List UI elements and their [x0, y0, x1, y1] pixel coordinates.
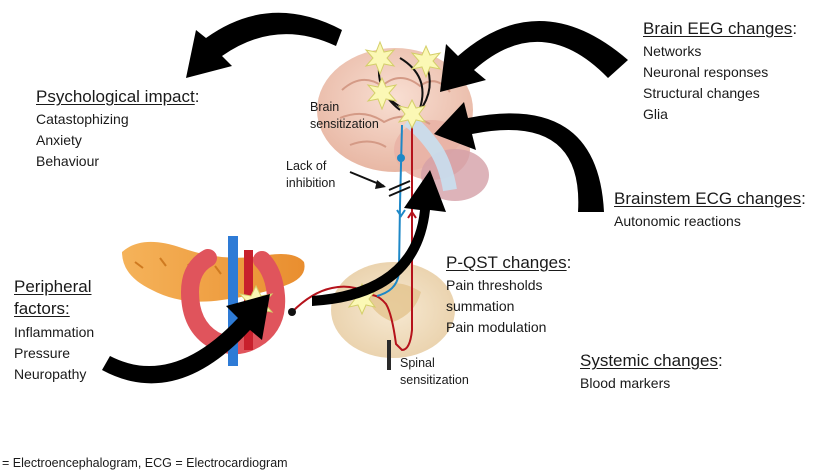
- annotation-line: inhibition: [286, 175, 335, 192]
- annotation-line: sensitization: [310, 116, 379, 133]
- arrow-from-eeg: [440, 21, 628, 92]
- brainstem-ecg-title: Brainstem ECG changes:: [614, 188, 806, 210]
- pqst-block: P-QST changes: Pain thresholds summation…: [446, 252, 571, 274]
- list-item: Autonomic reactions: [614, 211, 741, 232]
- peripheral-block: Peripheral factors: Inflammation Pressur…: [14, 276, 92, 320]
- footnote: = Electroencephalogram, ECG = Electrocar…: [2, 455, 288, 471]
- annotation-line: Brain: [310, 99, 379, 116]
- pathway-node: [397, 154, 405, 162]
- list-item: Pain thresholds: [446, 275, 546, 296]
- spinal-sensitization-label: Spinal sensitization: [400, 355, 469, 389]
- systemic-list: Blood markers: [580, 373, 670, 394]
- title-colon: :: [718, 350, 723, 372]
- list-item: summation: [446, 296, 546, 317]
- list-item: Networks: [643, 41, 768, 62]
- peripheral-title-line1: Peripheral: [14, 276, 92, 298]
- psychological-block: Psychological impact: Catastophizing Anx…: [36, 86, 199, 108]
- brain-eeg-list: Networks Neuronal responses Structural c…: [643, 41, 768, 125]
- brainstem-ecg-block: Brainstem ECG changes: Autonomic reactio…: [614, 188, 806, 210]
- title-colon: :: [792, 18, 797, 40]
- psychological-list: Catastophizing Anxiety Behaviour: [36, 109, 129, 172]
- title-colon: :: [801, 188, 806, 210]
- peripheral-title-line2: factors:: [14, 298, 92, 320]
- list-item: Structural changes: [643, 83, 768, 104]
- list-item: Behaviour: [36, 151, 129, 172]
- list-item: Inflammation: [14, 322, 94, 343]
- brain-eeg-block: Brain EEG changes: Networks Neuronal res…: [643, 18, 797, 40]
- list-item: Neuropathy: [14, 364, 94, 385]
- list-item: Glia: [643, 104, 768, 125]
- descending-arrowhead: [397, 210, 405, 216]
- annotation-line: Lack of: [286, 158, 335, 175]
- list-item: Catastophizing: [36, 109, 129, 130]
- nerve-ending: [288, 308, 296, 316]
- peripheral-list: Inflammation Pressure Neuropathy: [14, 322, 94, 385]
- list-item: Neuronal responses: [643, 62, 768, 83]
- arrow-to-psychological: [186, 13, 342, 78]
- pqst-title: P-QST changes:: [446, 252, 571, 274]
- list-item: Blood markers: [580, 373, 670, 394]
- brainstem-ecg-list: Autonomic reactions: [614, 211, 741, 232]
- pqst-list: Pain thresholds summation Pain modulatio…: [446, 275, 546, 338]
- list-item: Anxiety: [36, 130, 129, 151]
- brain-eeg-title: Brain EEG changes:: [643, 18, 797, 40]
- annotation-line: Spinal: [400, 355, 469, 372]
- list-item: Pressure: [14, 343, 94, 364]
- systemic-block: Systemic changes: Blood markers: [580, 350, 723, 372]
- list-item: Pain modulation: [446, 317, 546, 338]
- lack-of-inhibition-label: Lack of inhibition: [286, 158, 335, 192]
- title-colon: :: [195, 86, 200, 108]
- systemic-title: Systemic changes:: [580, 350, 723, 372]
- title-colon: :: [567, 252, 572, 274]
- psychological-title: Psychological impact:: [36, 86, 199, 108]
- brain-sensitization-label: Brain sensitization: [310, 99, 379, 133]
- annotation-line: sensitization: [400, 372, 469, 389]
- inhibition-pointer-head: [375, 180, 386, 189]
